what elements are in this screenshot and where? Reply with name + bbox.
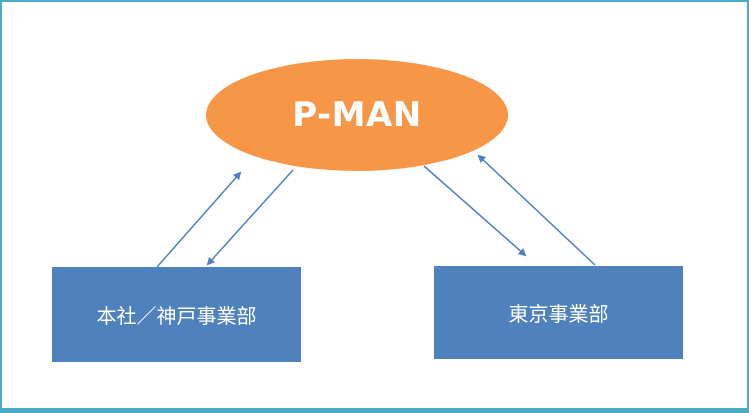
arrow-left-to-center	[156, 171, 242, 268]
p-man-label: P-MAN	[292, 95, 422, 135]
tokyo-division-label: 東京事業部	[508, 302, 609, 326]
head-office-kobe-node: 本社／神戸事業部	[52, 267, 301, 362]
arrow-right-to-center	[477, 154, 596, 266]
head-office-kobe-label: 本社／神戸事業部	[96, 304, 257, 328]
tokyo-division-node: 東京事業部	[434, 266, 683, 359]
p-man-node: P-MAN	[206, 59, 508, 171]
arrow-center-to-right	[423, 165, 527, 257]
arrow-center-to-left	[206, 169, 294, 266]
